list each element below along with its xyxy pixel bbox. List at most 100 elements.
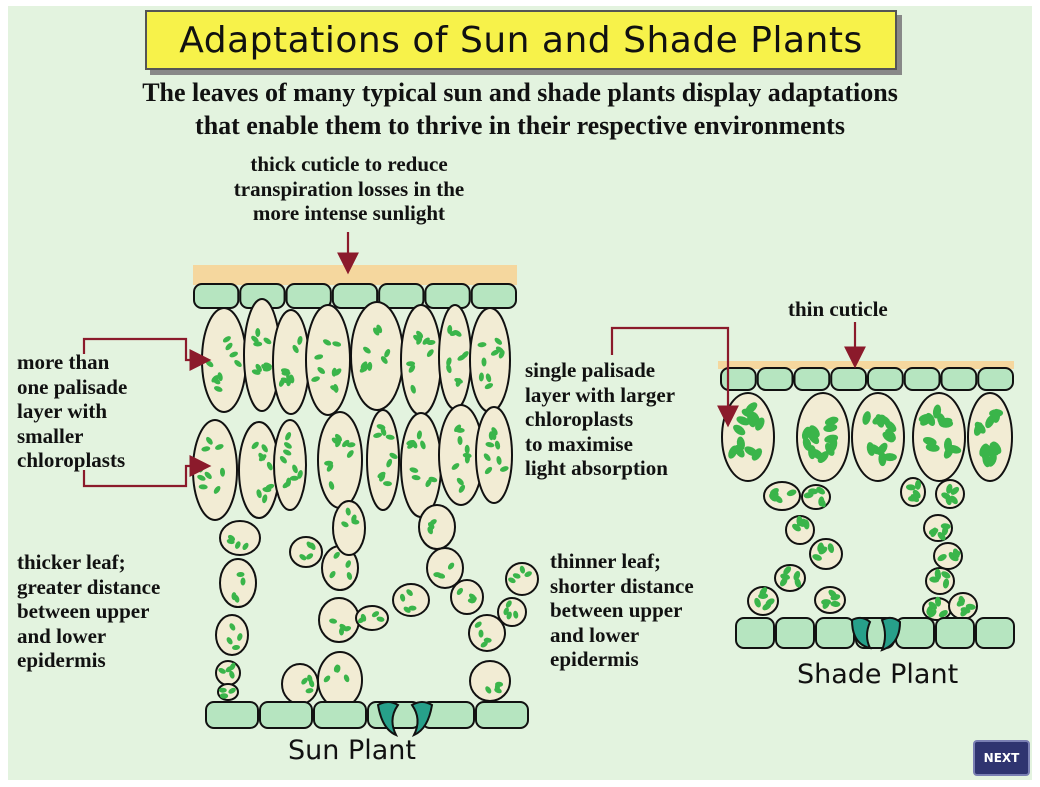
chloroplast — [240, 577, 246, 586]
chloroplast — [802, 437, 812, 451]
chloroplast — [228, 687, 236, 694]
mesophyll-cell — [350, 301, 404, 411]
chloroplast — [741, 408, 756, 418]
chloroplast — [297, 470, 303, 479]
chloroplast — [280, 368, 290, 374]
mesophyll-cell — [332, 500, 366, 556]
chloroplast — [866, 442, 876, 456]
epidermis-cell — [193, 283, 240, 309]
chloroplast — [292, 344, 299, 354]
chloroplast — [426, 349, 434, 357]
chloroplast — [428, 476, 438, 483]
chloroplast — [335, 438, 342, 448]
chloroplast — [808, 432, 820, 445]
chloroplast — [212, 377, 221, 385]
mesophyll-cell — [475, 406, 513, 504]
mesophyll-cell — [469, 307, 511, 413]
chloroplast — [251, 335, 259, 343]
chloroplast — [285, 432, 292, 441]
chloroplast — [505, 600, 512, 608]
chloroplast — [481, 357, 487, 367]
chloroplast — [234, 594, 240, 603]
sun-leaf-cross-section — [192, 265, 539, 737]
chloroplast — [494, 440, 501, 450]
chloroplast — [928, 601, 937, 610]
page-title: Adaptations of Sun and Shade Plants — [179, 19, 863, 61]
chloroplast — [934, 570, 942, 580]
chloroplast — [823, 423, 838, 432]
chloroplast — [956, 598, 966, 607]
chloroplast — [519, 565, 526, 574]
chloroplast — [736, 436, 745, 451]
sun-upper-epidermis — [193, 283, 518, 309]
chloroplast — [362, 362, 368, 372]
chloroplast — [363, 346, 371, 354]
chloroplast — [965, 603, 976, 610]
chloroplast — [928, 528, 939, 535]
chloroplast — [992, 408, 1001, 423]
chloroplast — [377, 471, 386, 479]
chloroplast — [793, 570, 801, 581]
title-banner: Adaptations of Sun and Shade Plants — [145, 10, 897, 70]
chloroplast — [499, 466, 509, 472]
chloroplast — [453, 330, 462, 337]
chloroplast — [938, 609, 948, 618]
mesophyll-cell — [219, 558, 257, 608]
chloroplast — [306, 541, 313, 549]
mesophyll-cell — [289, 536, 323, 568]
chloroplast — [456, 477, 464, 486]
chloroplast — [446, 364, 452, 374]
chloroplast — [385, 434, 395, 440]
chloroplast — [987, 453, 997, 467]
mesophyll-cell — [497, 597, 527, 627]
chloroplast — [461, 351, 469, 359]
chloroplast — [796, 515, 803, 526]
chloroplast — [918, 413, 933, 423]
chloroplast — [928, 609, 937, 618]
chloroplast — [914, 479, 922, 490]
chloroplast — [433, 572, 442, 578]
mesophyll-cell — [272, 309, 310, 415]
epidermis-cell — [867, 367, 904, 391]
epidermis-cell — [735, 617, 775, 649]
chloroplast — [420, 440, 426, 450]
mesophyll-cell — [747, 586, 779, 616]
chloroplast — [342, 439, 350, 448]
chloroplast — [485, 442, 495, 448]
epidermis-cell — [977, 367, 1014, 391]
chloroplast — [812, 554, 822, 561]
chloroplast — [305, 688, 314, 694]
epidermis-cell — [259, 701, 313, 729]
mesophyll-cell — [400, 304, 442, 416]
chloroplast — [251, 441, 259, 450]
chloroplast — [422, 337, 430, 345]
mesophyll-cell — [468, 614, 506, 652]
shade-palisade-layer — [721, 392, 1013, 482]
chloroplast — [456, 587, 464, 595]
epidermis-cell — [815, 617, 855, 649]
chloroplast — [225, 342, 233, 351]
chloroplast — [828, 589, 837, 598]
chloroplast — [225, 666, 233, 673]
chloroplast — [447, 325, 453, 334]
chloroplast — [462, 452, 472, 459]
chloroplast — [794, 577, 802, 588]
chloroplast — [261, 444, 268, 453]
chloroplast — [765, 598, 775, 606]
sun-plant-label: Sun Plant — [288, 735, 416, 766]
chloroplast — [311, 376, 320, 382]
chloroplast — [376, 424, 386, 430]
epidermis-cell — [975, 617, 1015, 649]
chloroplast — [425, 478, 432, 488]
chloroplast — [329, 571, 336, 579]
mesophyll-cell — [400, 412, 442, 518]
chloroplast — [446, 357, 452, 367]
mesophyll-cell — [215, 614, 249, 656]
chloroplast — [331, 367, 337, 377]
next-button[interactable]: NEXT — [973, 740, 1030, 776]
chloroplast — [373, 432, 383, 438]
slide-background — [8, 6, 1032, 780]
chloroplast — [232, 644, 240, 651]
chloroplast — [941, 525, 949, 536]
chloroplast — [508, 577, 516, 584]
